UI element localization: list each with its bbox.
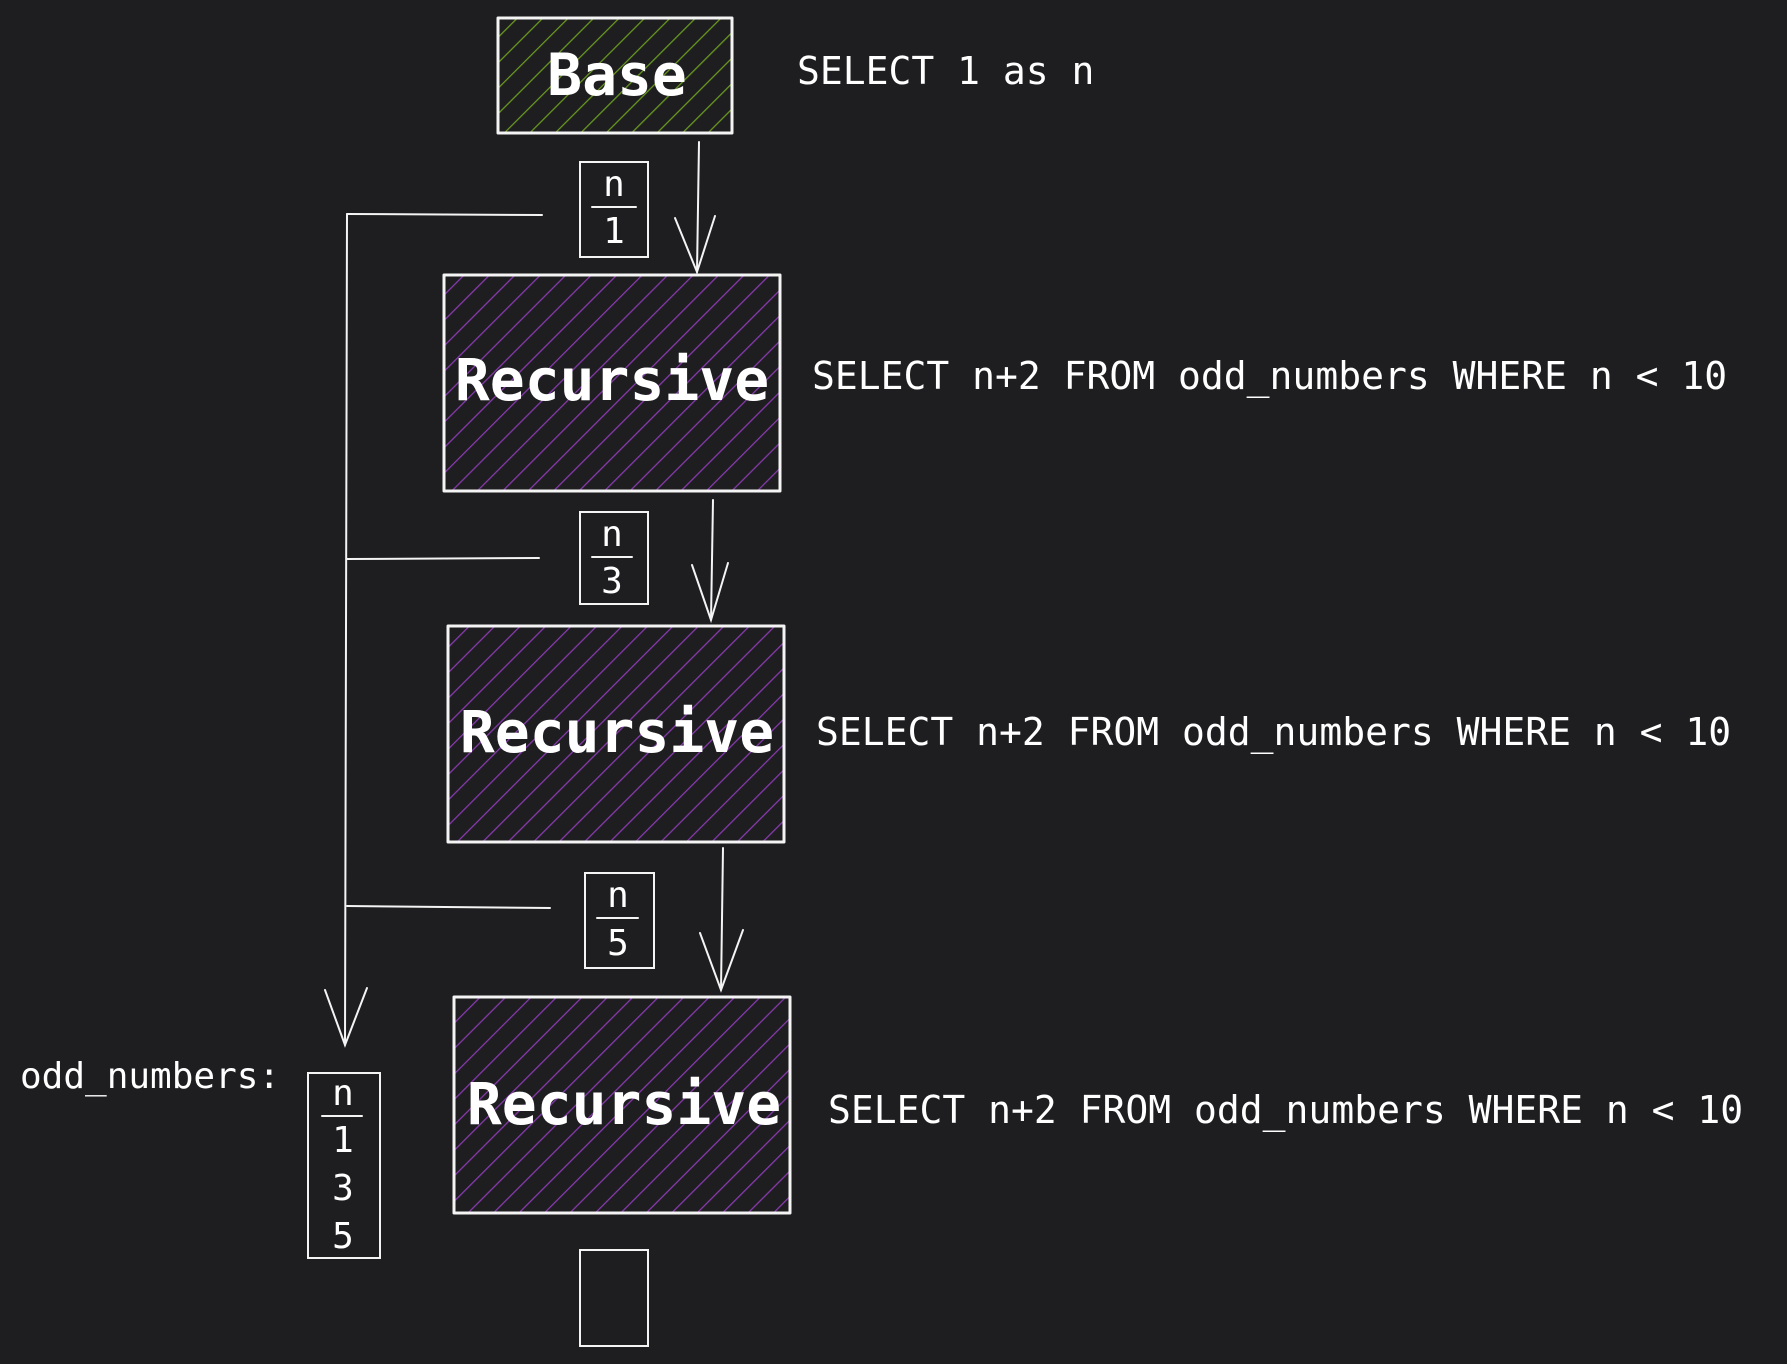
base-sql: SELECT 1 as n <box>797 49 1094 93</box>
recursive-sql-1: SELECT n+2 FROM odd_numbers WHERE n < 10 <box>812 354 1727 399</box>
final-table: n 1 3 5 <box>307 1072 381 1259</box>
arrow-recursive-2-to-3 <box>699 847 744 993</box>
intermediate-header-3: n <box>607 875 629 916</box>
recursive-sql-2: SELECT n+2 FROM odd_numbers WHERE n < 10 <box>816 710 1731 755</box>
recursive-node-1: Recursive <box>442 273 782 493</box>
recursive-node-3: Recursive <box>452 995 792 1215</box>
arrow-base-to-recursive-1 <box>674 141 716 275</box>
intermediate-result-1: n 1 <box>579 161 649 258</box>
empty-result-box <box>579 1249 649 1347</box>
recursive-label-3: Recursive <box>467 1070 781 1138</box>
intermediate-result-2: n 3 <box>579 511 649 605</box>
intermediate-header-1: n <box>603 164 625 205</box>
final-table-row: 1 <box>332 1120 354 1161</box>
final-table-row: 3 <box>332 1168 354 1209</box>
final-table-name: odd_numbers: <box>20 1056 280 1097</box>
union-collector-lines <box>324 213 551 1048</box>
recursive-label-2: Recursive <box>460 698 774 766</box>
intermediate-value-1: 1 <box>603 211 625 252</box>
arrow-recursive-1-to-2 <box>691 499 729 624</box>
final-table-header: n <box>332 1073 354 1114</box>
intermediate-result-3: n 5 <box>584 872 655 969</box>
recursive-node-2: Recursive <box>446 624 786 844</box>
recursive-label-1: Recursive <box>455 346 769 414</box>
base-label: Base <box>547 41 687 109</box>
recursive-sql-3: SELECT n+2 FROM odd_numbers WHERE n < 10 <box>828 1088 1743 1133</box>
intermediate-value-3: 5 <box>607 923 629 964</box>
final-table-row: 5 <box>332 1216 354 1257</box>
intermediate-header-2: n <box>601 514 623 555</box>
intermediate-value-2: 3 <box>601 561 623 602</box>
base-node: Base <box>496 16 734 135</box>
